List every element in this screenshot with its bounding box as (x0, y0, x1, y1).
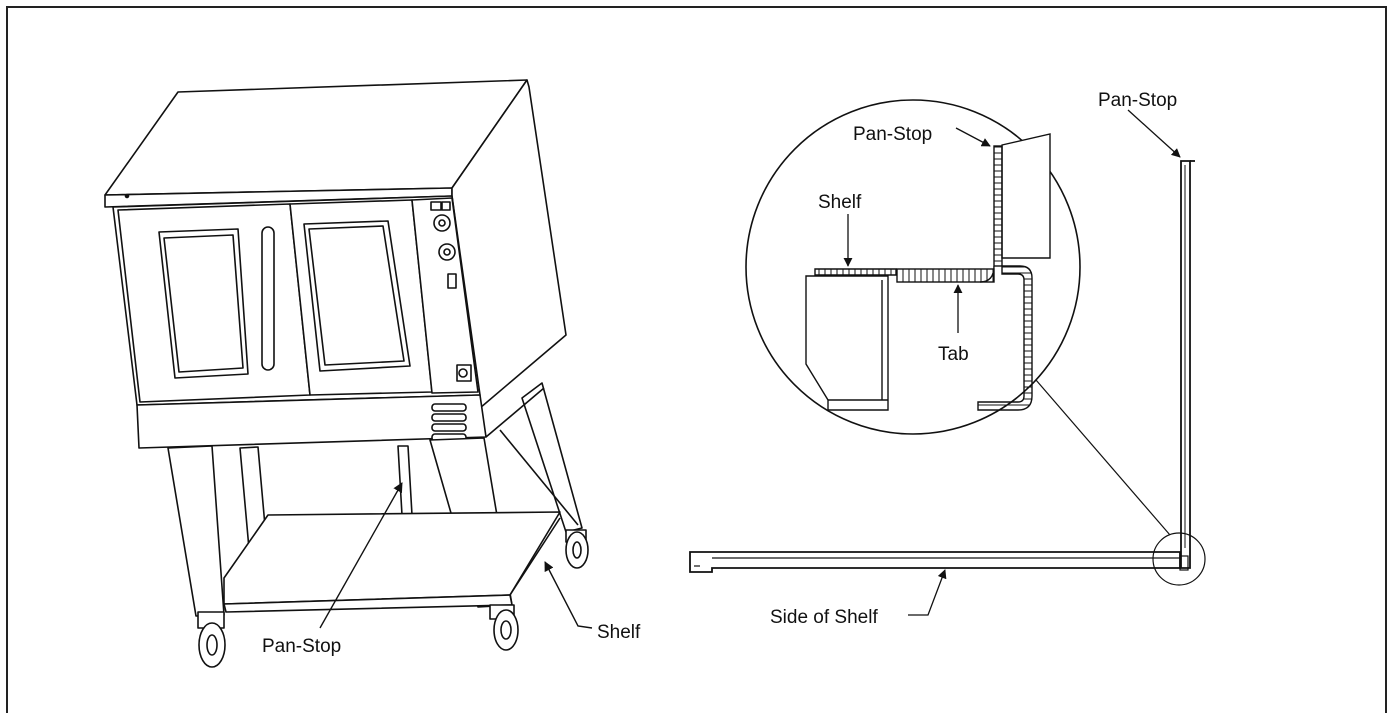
pan-stop-left-label: Pan-Stop (262, 636, 341, 657)
casters (197, 529, 589, 668)
rear-right-leg (521, 382, 583, 533)
pan-stop-right-label: Pan-Stop (1098, 90, 1177, 111)
detail-view: Pan-Stop Shelf Tab (745, 99, 1171, 536)
right-door-window (303, 220, 411, 372)
shelf-side-view (689, 160, 1206, 586)
control-switch (447, 273, 457, 289)
shelf-left-label: Shelf (597, 622, 641, 643)
detail-connector (1035, 379, 1171, 536)
detail-channel (977, 265, 1033, 411)
detail-shelf-side (805, 275, 889, 411)
pan-stop-right-leader (1127, 109, 1181, 158)
door-handle (261, 226, 275, 371)
oven-illustration (104, 79, 589, 668)
zoom-indicator-circle (1152, 532, 1206, 586)
shelf-detail-label: Shelf (818, 192, 862, 213)
diagram-border (6, 6, 1387, 713)
detail-tab (896, 268, 995, 283)
tab-detail-label: Tab (938, 344, 969, 365)
shelf-side-bar (689, 551, 1181, 573)
rear-pan-stop (397, 445, 413, 516)
detail-pan-stop (993, 145, 1003, 267)
side-of-shelf-label: Side of Shelf (770, 607, 878, 628)
left-door-window (158, 228, 249, 379)
side-of-shelf-leader (908, 569, 947, 616)
pan-stop-left-leader (319, 482, 403, 629)
vents (431, 403, 467, 442)
control-panel (411, 197, 479, 394)
pan-stop-detail-label: Pan-Stop (853, 124, 932, 145)
detail-shelf (814, 268, 897, 276)
front-left-leg (167, 445, 225, 617)
pan-stop-detail-leader (955, 127, 991, 147)
shelf-left-leader (544, 561, 593, 629)
detail-rear-panel (1001, 133, 1051, 259)
lower-shelf (223, 511, 561, 605)
